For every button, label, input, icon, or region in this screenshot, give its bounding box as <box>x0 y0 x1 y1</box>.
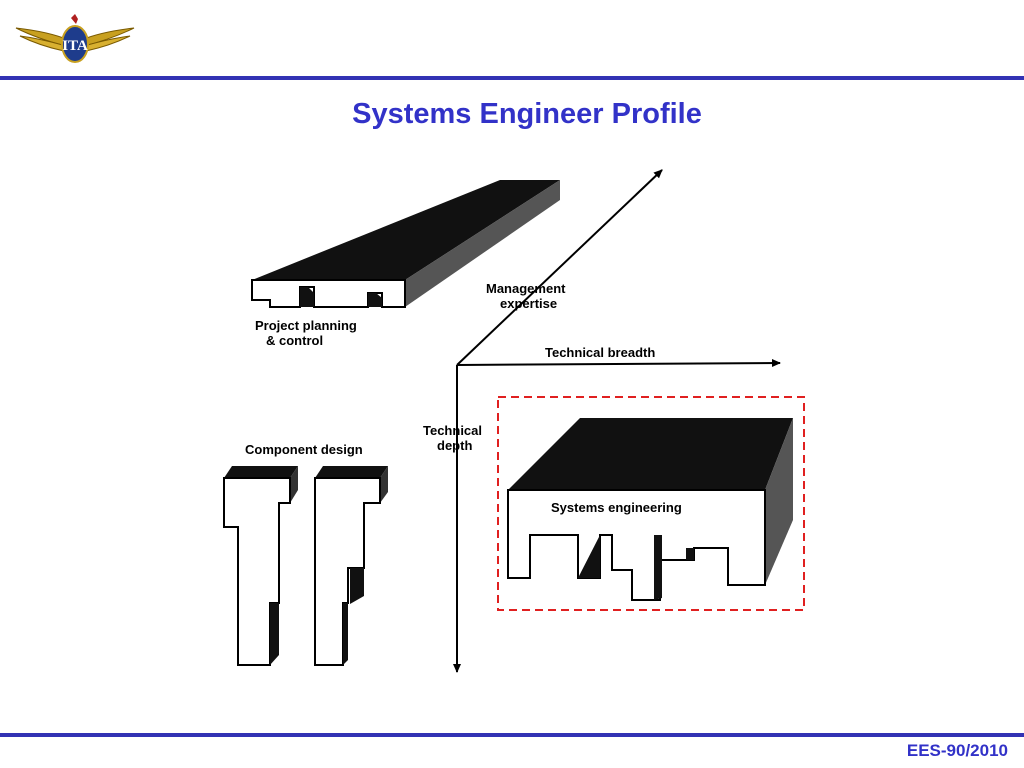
breadth-axis-arrow <box>456 359 781 368</box>
footer-code: EES-90/2010 <box>906 741 1008 760</box>
management-label-2: expertise <box>500 296 557 311</box>
component-design-label: Component design <box>245 442 363 457</box>
technical-depth-label-1: Technical <box>423 423 482 438</box>
project-planning-block <box>251 180 560 308</box>
management-axis-arrow <box>456 169 663 366</box>
project-planning-label-2: & control <box>266 333 323 348</box>
ita-wings-logo: ITA <box>15 14 135 63</box>
page-title: Systems Engineer Profile <box>352 98 702 130</box>
management-label-1: Management <box>486 281 566 296</box>
header-rule <box>0 76 1024 80</box>
technical-depth-label-2: depth <box>437 438 472 453</box>
component-design-block-1 <box>223 466 298 666</box>
logo-text: ITA <box>62 38 88 54</box>
technical-breadth-label: Technical breadth <box>545 345 655 360</box>
systems-engineering-label: Systems engineering <box>551 500 682 515</box>
project-planning-label-1: Project planning <box>255 318 357 333</box>
systems-engineering-block <box>507 418 793 601</box>
axes <box>453 169 781 673</box>
footer-rule <box>0 733 1024 737</box>
component-design-block-2 <box>314 466 388 666</box>
